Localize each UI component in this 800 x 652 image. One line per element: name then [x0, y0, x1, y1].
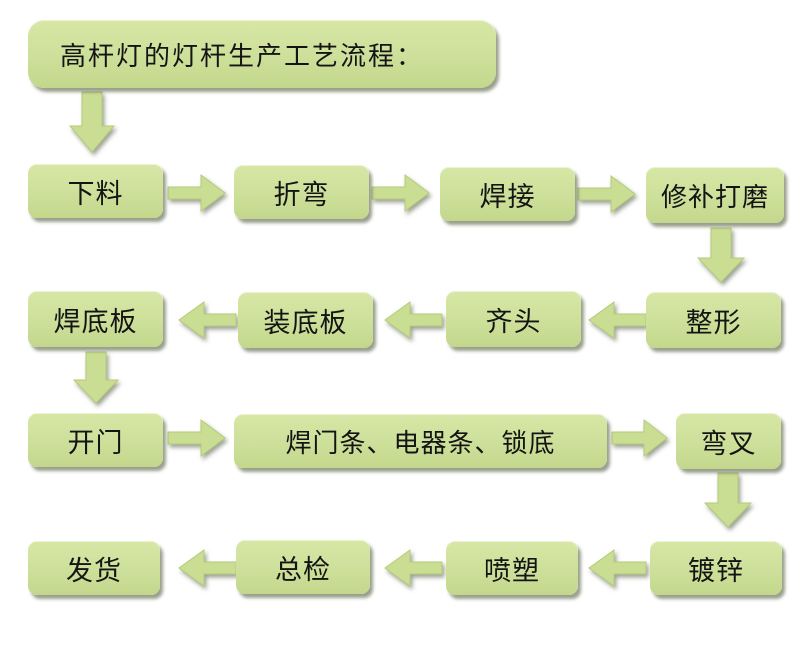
- step-label: 焊底板: [53, 306, 138, 338]
- step-label: 下料: [67, 178, 124, 210]
- flow-title: 高杆灯的灯杆生产工艺流程：: [60, 41, 425, 72]
- step-label: 焊门条、电器条、锁底: [285, 428, 556, 459]
- step-box-hanmentiao: 焊门条、电器条、锁底: [234, 414, 607, 468]
- arrow-qitou-to-zhuangdiban: [384, 301, 443, 339]
- step-box-kaimen: 开门: [28, 413, 163, 467]
- arrow-handiban-to-kaimen: [72, 351, 120, 404]
- arrow-wancha-to-duxin: [703, 472, 753, 528]
- arrow-zhewan-to-hanjie: [371, 174, 430, 212]
- arrow-xialiao-to-zhewan: [167, 174, 226, 212]
- arrow-kaimen-to-hanmentiao: [167, 419, 226, 457]
- step-box-xiubudamo: 修补打磨: [646, 167, 784, 223]
- arrow-hanjie-to-xiubu: [577, 175, 636, 213]
- step-box-hanjie: 焊接: [440, 167, 575, 221]
- step-label: 开门: [67, 427, 124, 459]
- step-label: 折弯: [273, 179, 330, 211]
- step-label: 装底板: [263, 307, 348, 339]
- step-box-wancha: 弯叉: [676, 413, 781, 469]
- step-label: 发货: [66, 555, 122, 587]
- arrow-hanmentiao-to-wancha: [611, 418, 668, 458]
- step-label: 齐头: [485, 306, 542, 338]
- arrow-zongjian-to-fahuo: [178, 549, 237, 587]
- step-label: 总检: [275, 554, 331, 586]
- step-box-zhengxing: 整形: [646, 292, 781, 348]
- step-box-xialiao: 下料: [28, 164, 163, 218]
- arrow-zhuangdiban-to-handiban: [178, 301, 237, 339]
- step-box-zhuangdiban: 装底板: [238, 292, 373, 348]
- step-label: 镀锌: [688, 555, 744, 587]
- step-box-zongjian: 总检: [236, 540, 370, 594]
- step-box-zhewan: 折弯: [234, 165, 369, 219]
- step-box-duxin: 镀锌: [650, 541, 782, 595]
- step-box-fahuo: 发货: [28, 541, 160, 595]
- step-label: 焊接: [479, 181, 536, 213]
- arrow-duxin-to-pensu: [588, 549, 647, 587]
- step-label: 修补打磨: [660, 182, 769, 213]
- step-label: 弯叉: [700, 428, 757, 460]
- arrow-title-to-xialiao: [68, 91, 116, 153]
- title-box: 高杆灯的灯杆生产工艺流程：: [28, 20, 496, 88]
- step-box-pensu: 喷塑: [446, 541, 578, 595]
- step-box-qitou: 齐头: [446, 291, 581, 347]
- arrow-pensu-to-zongjian: [384, 549, 443, 587]
- step-label: 喷塑: [484, 555, 540, 587]
- arrow-zhengxing-to-qitou: [588, 301, 647, 339]
- step-label: 整形: [685, 307, 742, 339]
- arrow-xiubu-to-zhengxing: [696, 227, 746, 283]
- step-box-handiban: 焊底板: [28, 291, 163, 347]
